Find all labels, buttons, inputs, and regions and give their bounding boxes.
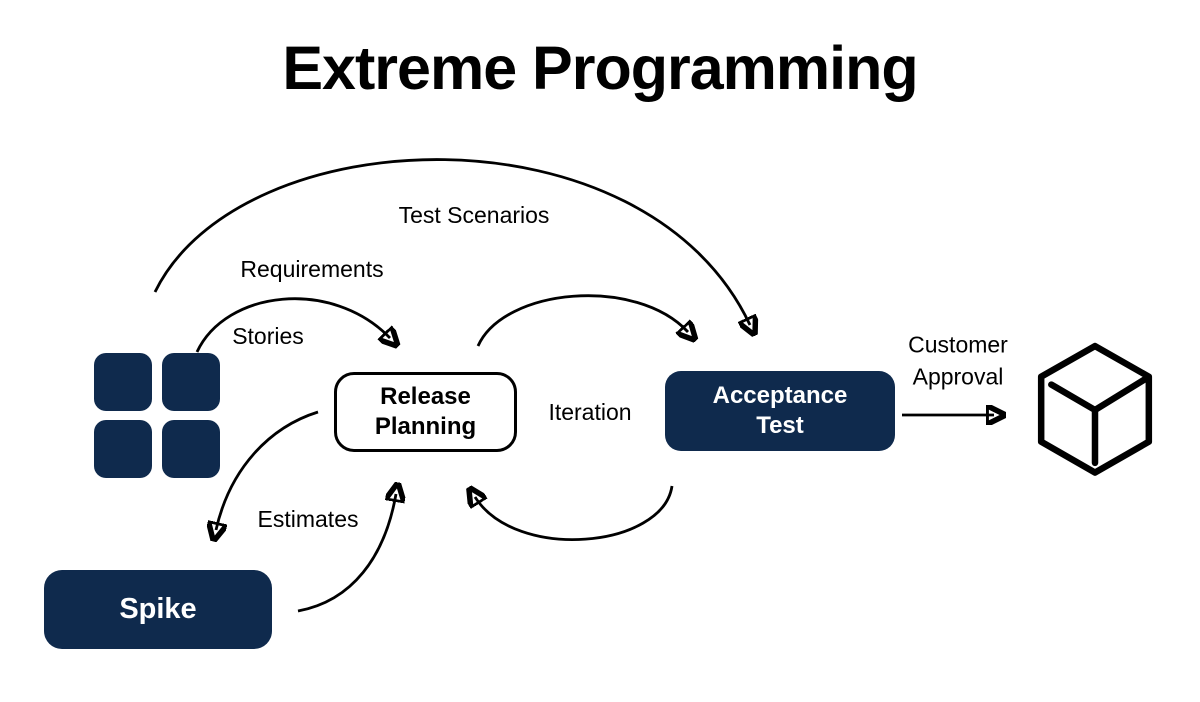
label-stories: Stories <box>232 323 304 350</box>
stories-requirements-arrow <box>195 297 390 353</box>
label-customer-line: Customer <box>908 331 1008 358</box>
label-customer-approval: Customer Approval <box>908 329 1008 392</box>
grid-square <box>162 353 220 411</box>
grid-square <box>162 420 220 478</box>
iteration-return-arrow <box>475 486 674 541</box>
node-spike: Spike <box>44 570 272 649</box>
node-label-line: Acceptance <box>712 382 848 410</box>
release-to-spike-arrow <box>216 410 319 530</box>
user-stories-grid-icon <box>94 353 220 478</box>
node-acceptance-test: Acceptance Test <box>665 371 895 451</box>
label-iteration: Iteration <box>548 399 632 426</box>
grid-square <box>94 420 152 478</box>
page-title: Extreme Programming <box>282 34 918 102</box>
grid-square <box>94 353 152 411</box>
node-label-line: Test <box>756 412 804 439</box>
iteration-forward-arrow <box>476 294 688 347</box>
node-label-line: Release <box>380 383 471 411</box>
label-estimates: Estimates <box>257 506 359 533</box>
test-scenarios-arrow <box>153 158 750 325</box>
product-cube-icon <box>1037 342 1153 476</box>
label-approval-line: Approval <box>912 363 1004 389</box>
label-requirements: Requirements <box>240 256 384 283</box>
label-test-scenarios: Test Scenarios <box>398 202 550 229</box>
node-label-line: Planning <box>374 413 477 440</box>
estimates-arrow <box>297 494 396 613</box>
node-release-planning: Release Planning <box>334 372 517 452</box>
node-label-line: Spike <box>119 592 197 625</box>
